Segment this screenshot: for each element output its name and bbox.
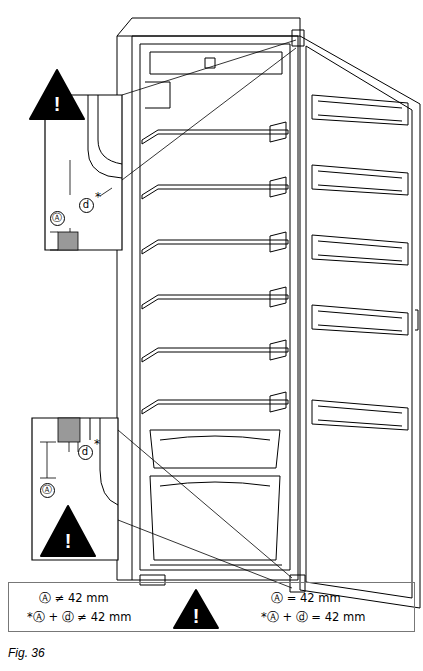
- door-balcony: [312, 165, 408, 195]
- condition-text: Ⓐ ≠ 42 mm: [39, 591, 109, 606]
- door-balcony: [312, 235, 408, 265]
- door: [300, 36, 420, 608]
- warning-mark: !: [193, 606, 200, 626]
- cabinet-edge: [90, 418, 91, 440]
- warning-triangle: [41, 506, 95, 556]
- glass-shelf: [142, 348, 288, 362]
- glass-shelf: [142, 185, 288, 199]
- balcony-rim: [318, 311, 402, 331]
- footnote-star: *: [94, 438, 100, 450]
- door-handle: [415, 310, 418, 330]
- bottom-hinge: [290, 575, 305, 592]
- callout-letter: d: [83, 200, 89, 210]
- warning-mark: !: [65, 531, 72, 551]
- dimension-line: [70, 160, 112, 232]
- door-balcony: [312, 305, 408, 335]
- door-edge: [98, 95, 122, 164]
- leader-line: [122, 40, 296, 180]
- condition-box: Ⓐ ≠ 42 mm *Ⓐ + ⓓ ≠ 42 mm Ⓐ = 42 mm *Ⓐ + ⓓ =…: [8, 582, 415, 632]
- callout-circle: d: [78, 445, 93, 460]
- shelf-support: [270, 232, 286, 252]
- shelf-support: [270, 122, 286, 142]
- condition-text: *Ⓐ + ⓓ = 42 mm: [261, 610, 365, 625]
- shelf-support: [270, 287, 286, 307]
- top-magnifier: [45, 40, 296, 250]
- warning-mark: !: [54, 94, 61, 114]
- door-liner: [306, 46, 412, 598]
- cabinet-front: [132, 36, 298, 580]
- callout-circle: Ⓐ: [50, 211, 65, 226]
- balcony-rim: [318, 241, 402, 261]
- glass-shelf: [142, 400, 288, 414]
- balcony-rim: [318, 101, 402, 121]
- gasket: [58, 418, 80, 442]
- gasket: [58, 232, 78, 250]
- cabinet-edge: [88, 95, 122, 178]
- dimension-tick: [69, 442, 78, 452]
- condition-text: *Ⓐ + ⓓ ≠ 42 mm: [27, 610, 131, 625]
- callout-circle: Ⓐ: [40, 483, 55, 498]
- crisper-drawer: [150, 430, 280, 468]
- top-hinge: [292, 30, 304, 46]
- base-trim: [150, 565, 282, 566]
- drawer-handle: [160, 482, 270, 486]
- figure-caption: Fig. 36: [8, 646, 45, 660]
- crisper-drawer: [150, 476, 280, 560]
- callout-letter: d: [82, 447, 88, 457]
- inner-liner: [140, 44, 290, 570]
- drawer-handle: [160, 436, 270, 440]
- control-panel: [150, 52, 282, 74]
- hinge-foot: [140, 575, 165, 585]
- display: [205, 58, 215, 68]
- magnifier-frame: [32, 418, 118, 560]
- door-balcony: [312, 400, 408, 430]
- door-edge: [100, 418, 118, 505]
- leader-line: [118, 430, 292, 588]
- glass-shelves: [142, 122, 288, 414]
- callout-letter: Ⓐ: [42, 485, 52, 495]
- callout-letter: Ⓐ: [52, 213, 62, 223]
- dimension-line: [40, 442, 56, 478]
- shelf-support: [270, 392, 286, 412]
- light-cover: [145, 82, 170, 108]
- dimension-tick: [50, 232, 58, 250]
- warning-triangle: [30, 70, 84, 119]
- glass-shelf: [142, 130, 288, 144]
- glass-shelf: [142, 295, 288, 309]
- shelf-support: [270, 340, 286, 360]
- door-balcony: [312, 95, 408, 125]
- footnote-star: *: [95, 191, 101, 203]
- balcony-rim: [318, 171, 402, 191]
- bottom-magnifier: [32, 418, 292, 588]
- warning-triangle: [174, 590, 218, 628]
- door-balconies: [312, 95, 408, 430]
- condition-text: Ⓐ = 42 mm: [271, 591, 341, 606]
- fridge-body: [117, 18, 420, 608]
- glass-shelf: [142, 240, 288, 254]
- cabinet-top: [117, 18, 300, 36]
- shelf-support: [270, 177, 286, 197]
- callout-circle: d: [79, 198, 94, 213]
- balcony-rim: [318, 406, 402, 426]
